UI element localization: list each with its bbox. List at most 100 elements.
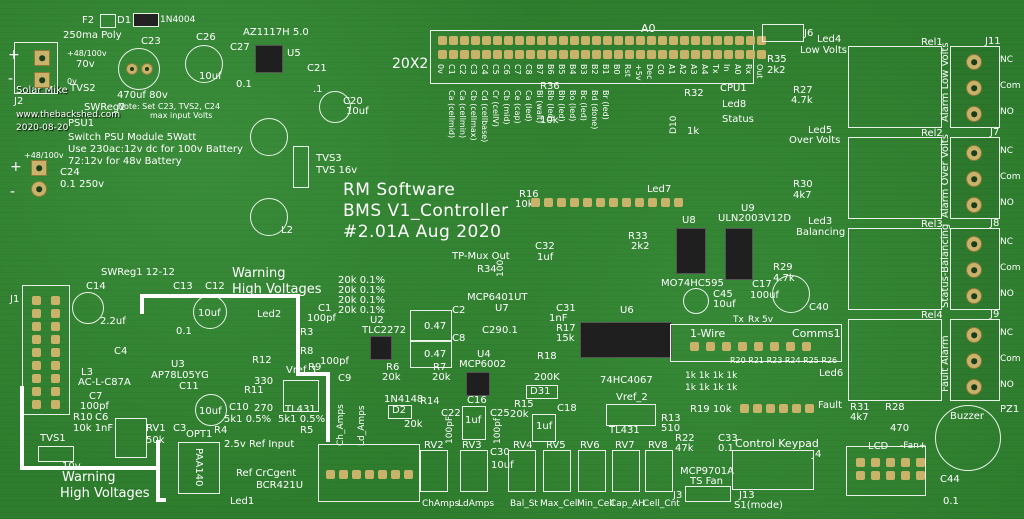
tsfan-connector <box>685 486 731 502</box>
title-line2: BMS V1_Controller <box>343 201 509 221</box>
c45-label: C45 <box>713 289 733 300</box>
rel4-label: Rel4 <box>921 310 943 321</box>
c44-value: 0.1 <box>943 496 959 507</box>
mcp6002-label: MCP6002 <box>459 359 507 370</box>
c33-value: 0.1 <box>718 443 734 454</box>
relay-3 <box>848 228 942 310</box>
c8-body <box>410 340 452 368</box>
c16-value: 1uf <box>465 415 482 426</box>
j-ldamps-label: Ld_Amps <box>357 405 367 446</box>
c1-label: C1 <box>318 303 332 314</box>
terminal-com-label: Com <box>1000 263 1021 273</box>
tpmux-label: TP-Mux Out <box>452 251 510 262</box>
c18-label: C18 <box>557 403 577 414</box>
rv8-func: Cell_Cnt <box>643 499 680 509</box>
header-ref: A0 <box>641 22 656 35</box>
r15-value: 20k <box>510 409 529 420</box>
c31-label: C31 <box>556 303 576 314</box>
over-volts-label: Over Volts <box>789 135 841 146</box>
c40-label: C40 <box>809 302 829 313</box>
c2-value: 0.47 <box>424 321 447 332</box>
rv5-body <box>543 450 571 492</box>
r12-value: 330 <box>254 376 274 387</box>
c20-body <box>319 91 351 123</box>
c23-value: 470uf 80v <box>117 90 168 101</box>
f2-label: F2 <box>82 15 95 26</box>
c32-label: C32 <box>535 241 555 252</box>
d31-body <box>526 385 558 399</box>
u5-chip <box>255 45 283 73</box>
control-keypad-label: Control Keypad <box>735 437 819 450</box>
fault-label: Fault <box>818 400 842 411</box>
r28-value: 470 <box>890 423 910 434</box>
r6-value: 20k <box>382 372 401 383</box>
c44-label: C44 <box>940 474 960 485</box>
header-pin-label: B3 <box>579 64 588 75</box>
psu-pad <box>31 160 47 176</box>
r7-label: R7 <box>433 362 447 373</box>
rv5-label: RV5 <box>546 440 566 451</box>
keypad-connector <box>732 450 814 490</box>
tvs1-body <box>38 446 74 462</box>
c17-value: 100uf <box>750 290 779 301</box>
l2-label: L2 <box>281 225 293 236</box>
c21-label: C21 <box>307 63 327 74</box>
r35-label: R35 <box>767 54 787 65</box>
j2-plus: + <box>8 47 20 63</box>
terminal-screw-pad <box>966 236 982 252</box>
led7-label: Led7 <box>647 184 672 195</box>
u2-chip <box>370 336 392 360</box>
r36-value: 10k <box>540 115 559 126</box>
terminal-screw-pad <box>966 54 982 70</box>
lcd-connector <box>846 446 926 496</box>
c45-value: 10uf <box>713 299 736 310</box>
comms-rx: Rx <box>748 315 760 325</box>
u9-chip <box>725 228 753 280</box>
header-label: 20X2 <box>392 56 429 72</box>
psu-plus: + <box>10 159 22 175</box>
warning-1b: High Voltages <box>232 282 322 297</box>
tl431-label: TL431 <box>285 404 316 415</box>
warning-1a: Warning <box>232 266 286 281</box>
comms-label: Comms1 <box>792 327 841 340</box>
c18-body <box>532 414 556 442</box>
j2-minus: - <box>8 71 14 87</box>
mcp9701-label: MCP9701A <box>680 466 734 477</box>
v70-label: 70v <box>76 59 95 70</box>
r17-label: R17 <box>556 323 576 334</box>
bcr-label: BCR421U <box>256 480 304 491</box>
j1-label: J1 <box>10 294 20 305</box>
r22-value: 47k <box>675 443 694 454</box>
u5-value: AZ1117H 5.0 <box>243 27 309 38</box>
j3-label: J3 <box>673 490 683 501</box>
rv2-body <box>420 450 448 492</box>
u8-chip <box>676 228 706 274</box>
v0-label: 0v <box>67 77 77 86</box>
r36-label: R36 <box>540 81 560 92</box>
watermark-user: Solar Mike <box>16 85 68 96</box>
j8-label: J8 <box>990 218 1000 229</box>
c23-body <box>118 48 160 90</box>
psu-line2: Use 230ac:12v dc for 100v Battery <box>68 144 243 155</box>
r18-label: R18 <box>537 351 557 362</box>
terminal-screw-pad <box>966 145 982 161</box>
rv8-label: RV8 <box>648 440 668 451</box>
r8-value: 100pf <box>320 356 349 367</box>
r15-label: R15 <box>514 399 534 410</box>
header-pin-sublabel: Ce (cap) <box>513 90 522 124</box>
terminal-no-label: NO <box>1000 107 1014 117</box>
header-pin-sublabel: Bo (led) <box>568 90 577 122</box>
relay-2 <box>848 137 942 219</box>
u8-part: MO74HC595 <box>661 278 724 289</box>
header-pin-label: C3 <box>469 64 478 75</box>
tsfan-label: TS Fan <box>690 476 723 487</box>
rv7-body <box>612 450 640 492</box>
hv-boundary <box>20 386 24 468</box>
c2-body <box>410 310 452 342</box>
r20-c: 20k 0.1% <box>338 295 386 306</box>
terminal-screw-pad <box>966 327 982 343</box>
j2-connector <box>14 42 58 94</box>
r34-value: 100 <box>496 259 506 277</box>
j-champs-label: Ch_Amps <box>336 404 346 446</box>
header-pin-sublabel: Bc (led) <box>579 90 588 121</box>
